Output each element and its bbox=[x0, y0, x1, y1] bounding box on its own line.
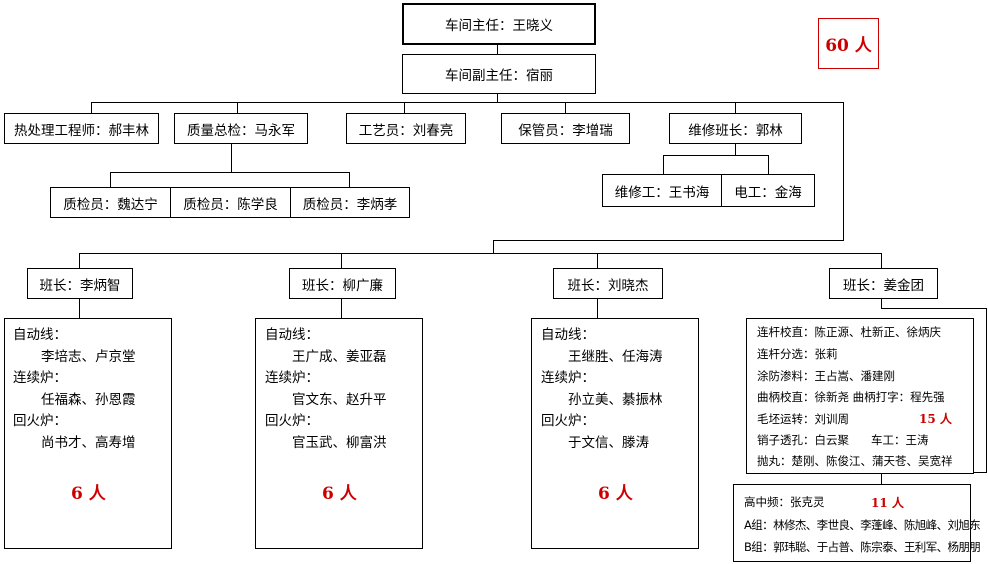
director-box: 车间主任：王晓义 bbox=[402, 3, 596, 45]
team-members-panel: 自动线： 王继胜、任海涛 连续炉： 孙立美、綦振林 回火炉： 于文信、滕涛 6 … bbox=[531, 318, 699, 549]
member-line: 车工：王涛 bbox=[871, 433, 929, 447]
member-line: B组：郭玮聪、于占普、陈宗泰、王利军、杨朋朋 bbox=[744, 540, 981, 554]
team-leader-box: 班长：姜金团 bbox=[829, 268, 938, 299]
connector-to-team2 bbox=[341, 253, 342, 268]
inspector-box: 质检员：魏达宁 bbox=[50, 187, 171, 218]
connector-team4-bracket-right bbox=[986, 308, 987, 473]
connector-to-electrician bbox=[768, 155, 769, 174]
team-members-panel: 自动线： 李培志、卢京堂 连续炉： 任福森、孙恩霞 回火炉： 尚书才、高寿增 6… bbox=[4, 318, 172, 549]
repair-worker-box: 维修工：王书海 bbox=[602, 174, 722, 207]
connector-to-keeper bbox=[565, 102, 566, 113]
member-names: 任福森、孙恩霞 bbox=[41, 392, 136, 408]
connector-deputy-down bbox=[497, 93, 498, 102]
team-leader-box: 班长：李炳智 bbox=[27, 268, 133, 299]
process-label: 回火炉： bbox=[265, 413, 319, 429]
process-label: 连续炉： bbox=[13, 370, 67, 386]
connector-team1-panel bbox=[79, 299, 80, 318]
quality-chief-box: 质量总检：马永军 bbox=[174, 113, 308, 144]
connector-team3-panel bbox=[597, 299, 598, 318]
process-label: 自动线： bbox=[265, 327, 319, 343]
connector-repair-down bbox=[735, 144, 736, 155]
team-leader-box: 班长：刘晓杰 bbox=[553, 268, 663, 299]
keeper-box: 保管员：李增瑞 bbox=[501, 113, 630, 144]
team-count: 15 人 bbox=[919, 412, 952, 426]
team-members-panel: 连杆校直：陈正源、杜新正、徐炳庆 连杆分选：张莉 涂防渗料：王占嵩、潘建刚 曲柄… bbox=[746, 318, 974, 474]
member-line: 涂防渗料：王占嵩、潘建刚 bbox=[757, 369, 895, 383]
process-label: 自动线： bbox=[541, 327, 595, 343]
connector-team4-bracket-drop bbox=[881, 472, 882, 484]
member-names: 王广成、姜亚磊 bbox=[292, 349, 387, 365]
connector-team4-bracket-top bbox=[881, 308, 987, 309]
team-members-panel: 自动线： 王广成、姜亚磊 连续炉： 官文东、赵升平 回火炉： 官玉武、柳富洪 6… bbox=[255, 318, 423, 549]
repair-leader-box: 维修班长：郭林 bbox=[669, 113, 802, 144]
deputy-box: 车间副主任：宿丽 bbox=[402, 54, 596, 94]
connector-teams-drop bbox=[493, 240, 494, 253]
connector-to-inspector1 bbox=[110, 172, 111, 187]
member-line: 抛丸：楚刚、陈俊江、蒲天苍、吴宽祥 bbox=[757, 454, 953, 468]
connector-teams-bus bbox=[493, 240, 844, 241]
connector-team4-panel bbox=[881, 299, 882, 309]
member-line: 高中频：张克灵 bbox=[744, 495, 825, 509]
member-names: 官玉武、柳富洪 bbox=[292, 435, 387, 451]
process-label: 自动线： bbox=[13, 327, 67, 343]
member-line: 毛坯运转：刘训周 bbox=[757, 412, 849, 426]
team-leader-box: 班长：柳广廉 bbox=[289, 268, 396, 299]
sub-team-panel: 高中频：张克灵 11 人 A组：林修杰、李世良、李蓬峰、陈旭峰、刘旭东 B组：郭… bbox=[733, 484, 981, 562]
connector-right-trunk bbox=[843, 102, 844, 240]
connector-to-technologist bbox=[404, 102, 405, 113]
member-line: A组：林修杰、李世良、李蓬峰、陈旭峰、刘旭东 bbox=[744, 518, 981, 532]
sub-team-count: 11 人 bbox=[871, 496, 904, 510]
member-names: 官文东、赵升平 bbox=[292, 392, 387, 408]
connector-to-quality-chief bbox=[237, 102, 238, 113]
connector-quality-down bbox=[231, 144, 232, 173]
connector-to-repair-worker bbox=[663, 155, 664, 174]
connector-to-heat-engineer bbox=[91, 102, 92, 113]
member-names: 李培志、卢京堂 bbox=[41, 349, 136, 365]
process-label: 连续炉： bbox=[265, 370, 319, 386]
connector-repair-bus bbox=[663, 155, 769, 156]
connector-leaders-bus bbox=[79, 253, 882, 254]
member-line: 销子透孔：白云聚 bbox=[757, 433, 849, 447]
team-count: 6 人 bbox=[322, 484, 357, 504]
connector-to-inspector3 bbox=[349, 172, 350, 187]
connector-to-repair-leader bbox=[735, 102, 736, 113]
team-count: 6 人 bbox=[598, 484, 633, 504]
connector-team2-panel bbox=[341, 299, 342, 318]
heat-engineer-box: 热处理工程师：郝丰林 bbox=[4, 113, 159, 144]
connector-inspectors-bus bbox=[110, 172, 350, 173]
member-names: 孙立美、綦振林 bbox=[568, 392, 663, 408]
process-label: 回火炉： bbox=[13, 413, 67, 429]
technologist-box: 工艺员：刘春亮 bbox=[346, 113, 466, 144]
connector-staff-bus bbox=[91, 102, 844, 103]
member-line: 曲柄校直：徐新尧 曲柄打字：程先强 bbox=[757, 390, 945, 404]
member-names: 尚书才、高寿增 bbox=[41, 435, 136, 451]
process-label: 回火炉： bbox=[541, 413, 595, 429]
member-names: 于文信、滕涛 bbox=[568, 435, 649, 451]
member-line: 连杆校直：陈正源、杜新正、徐炳庆 bbox=[757, 325, 941, 339]
connector-to-team4 bbox=[881, 253, 882, 268]
member-line: 连杆分选：张莉 bbox=[757, 347, 838, 361]
connector-to-team1 bbox=[79, 253, 80, 268]
total-count: 60 人 bbox=[818, 18, 879, 69]
team-count: 6 人 bbox=[71, 484, 106, 504]
inspector-box: 质检员：李炳孝 bbox=[290, 187, 410, 218]
connector-director-deputy bbox=[497, 44, 498, 54]
inspector-box: 质检员：陈学良 bbox=[170, 187, 291, 218]
process-label: 连续炉： bbox=[541, 370, 595, 386]
member-names: 王继胜、任海涛 bbox=[568, 349, 663, 365]
connector-to-team3 bbox=[597, 253, 598, 268]
electrician-box: 电工：金海 bbox=[721, 174, 815, 207]
